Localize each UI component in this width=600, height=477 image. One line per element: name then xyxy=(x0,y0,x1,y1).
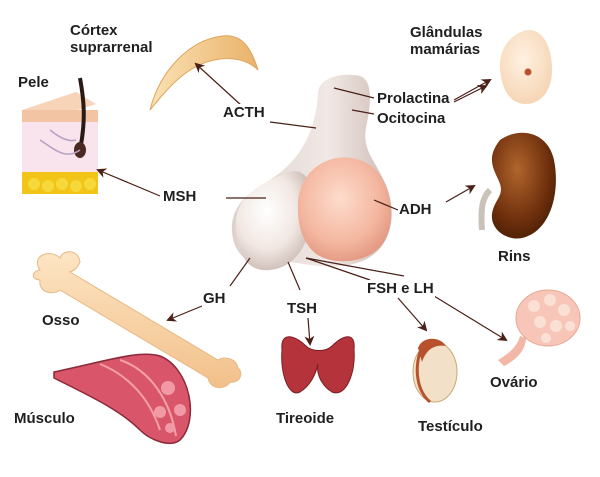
label-bone: Osso xyxy=(42,312,80,329)
adrenal-cortex-illustration xyxy=(149,35,259,111)
label-fsh-lh: FSH e LH xyxy=(366,280,435,297)
label-thyroid: Tireoide xyxy=(276,410,335,427)
label-adh: ADH xyxy=(398,201,433,218)
label-acth: ACTH xyxy=(222,104,266,121)
label-ovary: Ovário xyxy=(490,374,538,391)
label-testicle: Testículo xyxy=(418,418,483,435)
label-msh: MSH xyxy=(162,188,198,205)
label-tsh: TSH xyxy=(286,300,318,317)
label-prolactin: Prolactina xyxy=(376,90,451,107)
anterior-lobe xyxy=(235,171,314,271)
label-kidneys: Rins xyxy=(498,248,531,265)
pituitary-gland xyxy=(231,74,392,271)
ovary-illustration xyxy=(498,289,581,366)
label-oxytocin: Ocitocina xyxy=(376,110,447,127)
label-mammary-glands: Glândulas mamárias xyxy=(410,24,483,58)
thyroid-illustration xyxy=(281,336,355,394)
label-muscle: Músculo xyxy=(14,410,75,427)
arrows xyxy=(96,62,508,346)
kidney-illustration xyxy=(478,132,556,239)
testicle-illustration xyxy=(412,338,458,404)
bone-illustration xyxy=(32,251,242,388)
skin-illustration xyxy=(22,77,98,194)
label-gh: GH xyxy=(202,290,227,307)
label-adrenal-cortex: Córtex suprarrenal xyxy=(70,22,153,56)
breast-illustration xyxy=(499,30,552,104)
label-skin: Pele xyxy=(18,74,49,91)
posterior-lobe xyxy=(297,157,392,262)
muscle-illustration xyxy=(53,353,192,444)
